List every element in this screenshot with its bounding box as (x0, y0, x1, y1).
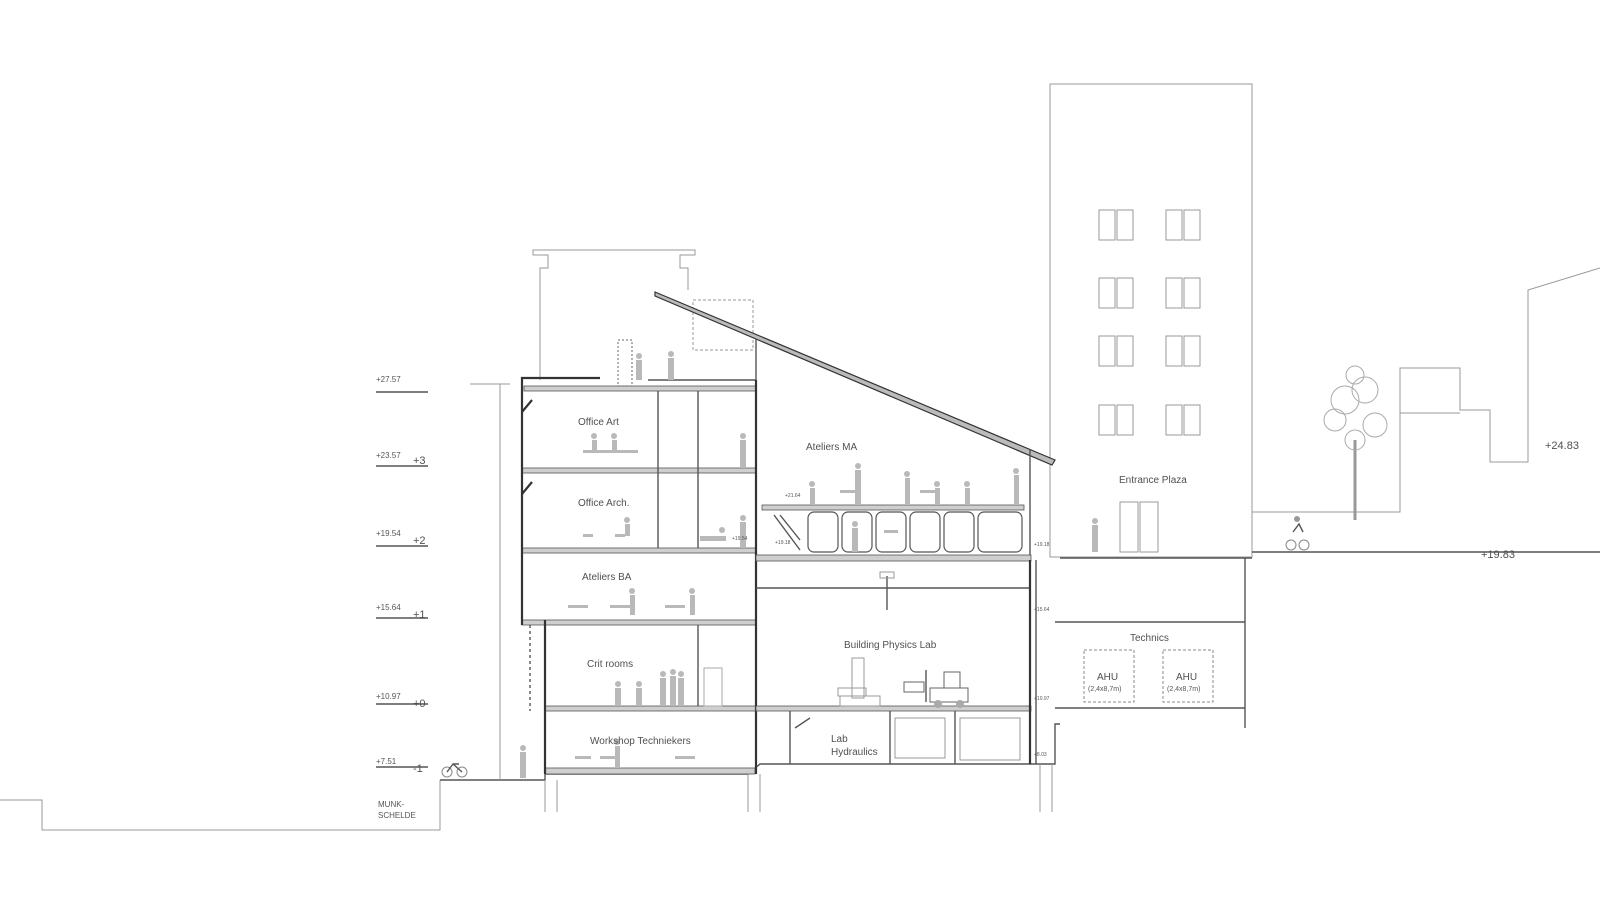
inner-level: +15.64 (1034, 607, 1050, 613)
left-block (520, 339, 758, 775)
room-label-workshop: Workshop Techniekers (590, 736, 691, 747)
ahu-label-2: AHU (1176, 672, 1197, 683)
level-labels: +27.57 +23.57 +3 +19.54 +2 +15.64 +1 +10… (376, 375, 426, 775)
level-lines (376, 383, 510, 780)
room-label-ateliers-ma: Ateliers MA (806, 442, 857, 453)
level-elevation: +19.54 (376, 529, 401, 538)
level-elevation: +15.64 (376, 603, 401, 612)
inner-level: +21.64 (785, 493, 801, 499)
vierendeel-truss (773, 511, 1023, 553)
level-floor: +0 (413, 698, 426, 710)
site-labels: MUNK-SCHELDE +19.83 +24.83 (378, 440, 1579, 820)
people-silhouettes (520, 351, 1098, 778)
room-label-office-arch: Office Arch. (578, 498, 630, 509)
inner-level: +19.18 (775, 540, 791, 546)
ahu-box-2 (1162, 649, 1214, 703)
bicycle (441, 762, 468, 778)
forklift (903, 670, 969, 708)
tower-windows (1098, 209, 1201, 436)
ahu-size-2: (2,4x8,7m) (1167, 686, 1200, 693)
room-label-entrance-plaza: Entrance Plaza (1119, 475, 1187, 486)
tree (1323, 365, 1388, 520)
inner-level-labels: +21.64 +19.54 +19.18 +19.18 +15.64 +10.9… (732, 493, 1050, 758)
room-label-building-physics-lab: Building Physics Lab (844, 640, 937, 651)
inner-level: +8.03 (1034, 752, 1047, 758)
inner-level: +10.97 (1034, 696, 1050, 702)
street-label: MUNK-SCHELDE (378, 800, 416, 820)
level-floor: -1 (413, 763, 423, 775)
plaza-level: +19.83 (1481, 549, 1515, 561)
level-floor: +1 (413, 609, 426, 621)
level-floor: +3 (413, 455, 426, 467)
room-label-crit-rooms: Crit rooms (587, 659, 633, 670)
right-level: +24.83 (1545, 440, 1579, 452)
room-label-ateliers-ba: Ateliers BA (582, 572, 632, 583)
level-elevation: +27.57 (376, 375, 401, 384)
tall-tower-outline (1049, 83, 1253, 558)
room-label-technics: Technics (1130, 633, 1169, 644)
ahu-label-1: AHU (1097, 672, 1118, 683)
level-elevation: +10.97 (376, 692, 401, 701)
room-label-office-art: Office Art (578, 417, 619, 428)
ahu-size-1: (2,4x8,7m) (1088, 686, 1121, 693)
level-floor: +2 (413, 535, 426, 547)
inner-level: +19.54 (732, 536, 748, 542)
right-block (654, 291, 1056, 764)
room-labels: Office Art Office Arch. Ateliers BA Crit… (578, 417, 1200, 758)
ahu-box-1 (1083, 649, 1135, 703)
background-buildings (0, 83, 1600, 831)
level-elevation: +7.51 (376, 757, 397, 766)
cyclist (1285, 516, 1310, 551)
level-elevation: +23.57 (376, 451, 401, 460)
inner-level: +19.18 (1034, 542, 1050, 548)
